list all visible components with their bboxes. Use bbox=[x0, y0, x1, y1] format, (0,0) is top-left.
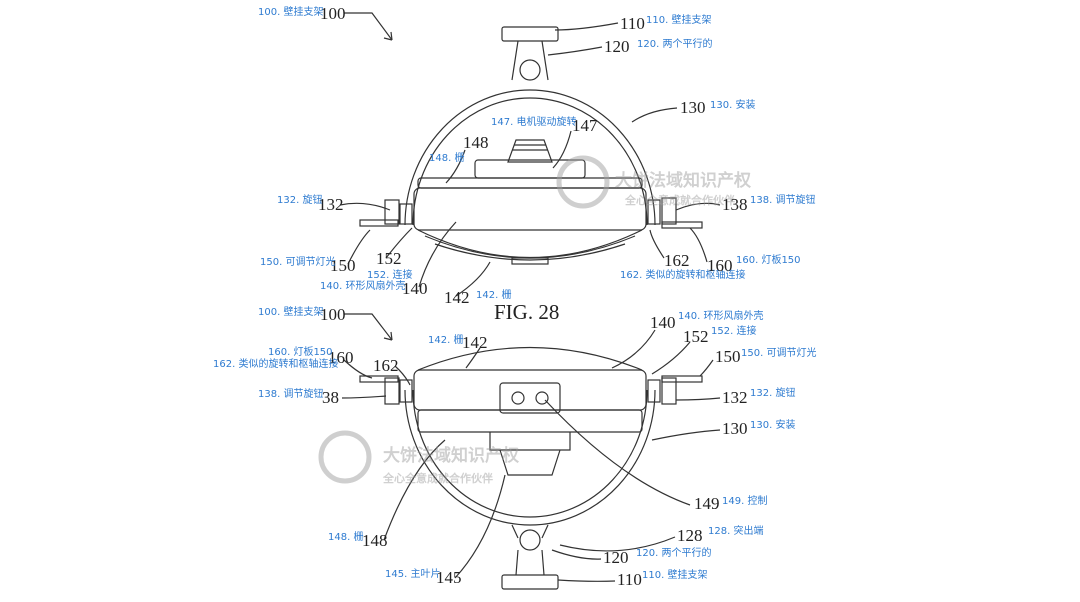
arrow-100-top bbox=[344, 12, 393, 41]
reference-number: 100 bbox=[320, 305, 346, 324]
watermark-line1-bottom: 大饼法域知识产权 bbox=[383, 446, 519, 466]
annotation-label: 110. 壁挂支架 bbox=[646, 15, 712, 26]
annotation-label: 120. 两个平行的 bbox=[637, 39, 713, 50]
top-fan-assembly bbox=[339, 12, 721, 297]
annotation-label: 160. 灯板150 bbox=[736, 255, 801, 266]
top-right-knob bbox=[661, 197, 677, 225]
reference-number: 140 bbox=[402, 279, 428, 298]
top-lower-grille bbox=[417, 229, 643, 259]
annotation-label: 152. 连接 bbox=[711, 326, 757, 337]
top-mount-arc bbox=[404, 89, 656, 226]
reference-number: 38 bbox=[322, 388, 339, 407]
reference-number: 148 bbox=[463, 133, 489, 152]
bottom-left-knob bbox=[384, 377, 400, 405]
reference-number: 150 bbox=[715, 347, 741, 366]
annotation-label: 130. 安装 bbox=[710, 100, 756, 111]
reference-number: 130 bbox=[680, 98, 706, 117]
watermark-line2-top: 全心全意成就合作伙伴 bbox=[625, 194, 735, 207]
reference-number: 128 bbox=[677, 526, 703, 545]
watermark-line1-top: 大饼法域知识产权 bbox=[615, 171, 751, 191]
bottom-fan-assembly bbox=[341, 313, 721, 590]
bottom-left-light-panel bbox=[359, 375, 399, 383]
reference-number: 120 bbox=[604, 37, 630, 56]
reference-number: 148 bbox=[362, 531, 388, 550]
annotation-label: 162. 类似的旋转和枢轴连接 bbox=[620, 270, 746, 281]
reference-number: 150 bbox=[330, 256, 356, 275]
watermark-line2-bottom: 全心全意成就合作伙伴 bbox=[383, 472, 493, 485]
control-box bbox=[499, 382, 561, 414]
bottom-right-light-panel bbox=[661, 375, 703, 383]
reference-number: 160 bbox=[707, 256, 733, 275]
annotation-label: 138. 调节旋钮 bbox=[258, 389, 324, 400]
bottom-right-knob bbox=[661, 377, 677, 405]
annotation-label: 132. 旋钮 bbox=[277, 195, 323, 206]
annotation-label: 148. 栅 bbox=[328, 532, 364, 543]
reference-number: 140 bbox=[650, 313, 676, 332]
top-fan-housing bbox=[413, 187, 647, 231]
reference-number: 130 bbox=[722, 419, 748, 438]
reference-number: 152 bbox=[376, 249, 402, 268]
reference-number: 120 bbox=[603, 548, 629, 567]
reference-number: 162 bbox=[664, 251, 690, 270]
reference-number: 132 bbox=[722, 388, 748, 407]
reference-number: 138 bbox=[722, 195, 748, 214]
reference-number: 100 bbox=[320, 4, 346, 23]
reference-number: 152 bbox=[683, 327, 709, 346]
watermark-logo-top bbox=[556, 155, 610, 209]
annotation-label: 149. 控制 bbox=[722, 496, 768, 507]
reference-number: 132 bbox=[318, 195, 344, 214]
top-parallel-arms bbox=[511, 40, 549, 81]
watermark-logo-bottom bbox=[318, 430, 372, 484]
annotation-label: 150. 可调节灯光 bbox=[741, 348, 817, 359]
bottom-upper-grille bbox=[417, 346, 643, 371]
reference-number: 142 bbox=[444, 288, 470, 307]
bottom-motor-housing bbox=[499, 449, 561, 476]
bottom-mount-arc bbox=[404, 389, 656, 526]
annotation-label: 147. 电机驱动旋转 bbox=[491, 117, 577, 128]
annotation-label: 140. 环形风扇外壳 bbox=[320, 281, 406, 292]
annotation-label: 150. 可调节灯光 bbox=[260, 257, 336, 268]
top-left-knob bbox=[384, 199, 400, 225]
top-right-light-panel bbox=[661, 221, 703, 229]
annotation-label: 110. 壁挂支架 bbox=[642, 570, 708, 581]
annotation-label: 138. 调节旋钮 bbox=[750, 195, 816, 206]
annotation-label: 142. 栅 bbox=[428, 335, 464, 346]
annotation-label: 120. 两个平行的 bbox=[636, 548, 712, 559]
annotation-label: 162. 类似的旋转和枢轴连接 bbox=[213, 359, 339, 370]
annotation-label: 145. 主叶片 bbox=[385, 569, 441, 580]
annotation-label: 142. 栅 bbox=[476, 290, 512, 301]
reference-number: 147 bbox=[572, 116, 598, 135]
annotation-label: 152. 连接 bbox=[367, 270, 413, 281]
top-left-light-panel bbox=[359, 219, 399, 227]
annotation-label: 160. 灯板150 bbox=[268, 347, 333, 358]
annotation-label: 132. 旋钮 bbox=[750, 388, 796, 399]
reference-number: 162 bbox=[373, 356, 399, 375]
annotation-label: 100. 壁挂支架 bbox=[258, 307, 324, 318]
reference-number: 110 bbox=[620, 14, 645, 33]
reference-number: 160 bbox=[328, 348, 354, 367]
annotation-label: 148. 栅 bbox=[429, 153, 465, 164]
reference-number: 149 bbox=[694, 494, 720, 513]
annotation-label: 100. 壁挂支架 bbox=[258, 7, 324, 18]
reference-number: 110 bbox=[617, 570, 642, 589]
annotation-label: 128. 突出端 bbox=[708, 526, 764, 537]
annotation-label: 140. 环形风扇外壳 bbox=[678, 311, 764, 322]
top-motor-housing bbox=[507, 139, 553, 163]
top-wall-bracket bbox=[501, 26, 559, 42]
bottom-fan-housing bbox=[413, 369, 647, 411]
annotation-label: 130. 安装 bbox=[750, 420, 796, 431]
bottom-wall-bracket bbox=[501, 574, 559, 590]
figure-label: FIG. 28 bbox=[494, 300, 560, 324]
reference-number: 145 bbox=[436, 568, 462, 587]
reference-number: 142 bbox=[462, 333, 488, 352]
